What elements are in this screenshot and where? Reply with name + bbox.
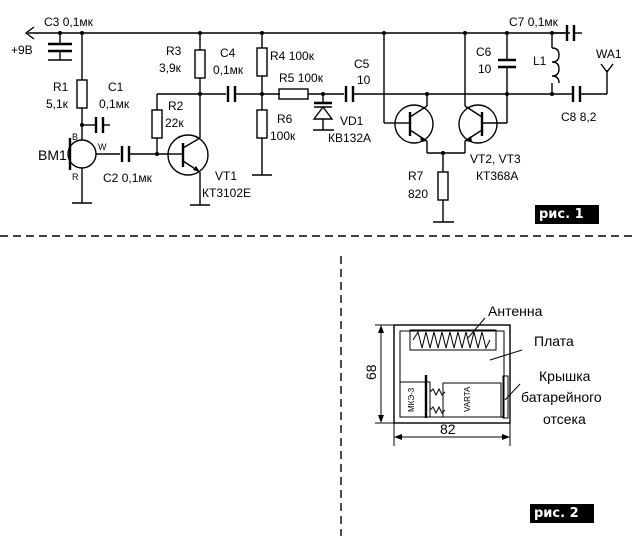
cover-label-line2: батарейного [521, 389, 602, 405]
wa1-ref: WA1 [596, 47, 622, 61]
r6-resistor [256, 109, 268, 139]
bm1-pin-w: W [98, 142, 107, 152]
vt2-transistor-icon [394, 104, 434, 144]
r3-value: 3,9к [159, 61, 182, 75]
supply-label: +9В [11, 43, 33, 57]
r1-resistor [76, 79, 88, 109]
r5-resistor [278, 88, 309, 100]
c4-value: 0,1мк [213, 63, 244, 77]
r7-value: 820 [408, 187, 428, 201]
figure2-assembly: МКЭ-3 VARTA 68 82 Антенна Плата Крышка б… [363, 303, 602, 446]
vd1-part: КВ132А [328, 131, 371, 145]
dimension-height: 68 [363, 364, 379, 380]
figure1-caption: рис. 1 [535, 205, 599, 224]
vt3-transistor-icon [458, 104, 498, 144]
vt1-transistor-icon [167, 134, 209, 176]
l1-inductor-icon [551, 47, 560, 84]
dimension-width: 82 [440, 421, 456, 437]
supply-arrow-icon [24, 26, 35, 40]
r2-value: 22к [165, 116, 184, 130]
enclosure-outline [393, 324, 511, 424]
r3-resistor [194, 49, 206, 79]
vt23-ref: VT2, VT3 [470, 152, 521, 166]
l1-ref: L1 [533, 54, 547, 68]
r4-label: R4 100к [270, 49, 315, 63]
c6-ref: C6 [476, 45, 492, 59]
cover-label-line1: Крышка [539, 368, 591, 384]
battery-varta [442, 382, 502, 418]
r5-label: R5 100к [279, 71, 324, 85]
r4-resistor [256, 47, 268, 77]
vd1-varicap-icon [312, 105, 334, 120]
r3-ref: R3 [166, 44, 182, 58]
c6-value: 10 [478, 62, 492, 76]
bm1-pin-b: B [72, 132, 78, 142]
antenna-frame [409, 329, 497, 351]
vt23-part: КТ368А [476, 169, 518, 183]
c4-ref: C4 [220, 46, 236, 60]
board-label: Плата [534, 333, 574, 349]
antenna-coil-icon [412, 330, 491, 350]
r2-ref: R2 [168, 99, 184, 113]
c1-ref: C1 [108, 80, 124, 94]
wa1-antenna-icon [600, 63, 614, 74]
vd1-ref: VD1 [340, 114, 364, 128]
c1-value: 0,1мк [99, 97, 130, 111]
figure2-caption: рис. 2 [530, 504, 594, 523]
vt1-part: КТ3102Е [202, 186, 251, 200]
battery-brand-text: VARTA [463, 386, 472, 412]
cover-label-line3: отсека [543, 411, 586, 427]
figure1-circuit: C3 0,1мк +9В R1 5,1к C1 0,1мк B W R BM1 … [11, 15, 622, 223]
c7-label: C7 0,1мк [509, 15, 559, 29]
vt1-ref: VT1 [215, 169, 237, 183]
r2-resistor [151, 109, 163, 139]
c2-label: C2 0,1мк [103, 171, 153, 185]
r7-resistor [437, 171, 449, 201]
r6-ref: R6 [277, 112, 293, 126]
c5-value: 10 [357, 73, 371, 87]
c8-label: C8 8,2 [561, 110, 597, 124]
r1-value: 5,1к [46, 97, 69, 111]
r7-ref: R7 [408, 169, 424, 183]
antenna-label: Антенна [488, 303, 543, 319]
c3-label: C3 0,1мк [44, 15, 94, 29]
bm1-pin-r: R [72, 172, 79, 182]
r1-ref: R1 [53, 80, 69, 94]
cell-mark-text: МКЭ-3 [407, 387, 416, 412]
cell-mke3 [399, 381, 431, 418]
c5-ref: C5 [354, 57, 370, 71]
bm1-ref: BM1 [38, 147, 67, 163]
r6-value: 100к [270, 129, 296, 143]
bm1-microphone-icon [67, 139, 97, 169]
